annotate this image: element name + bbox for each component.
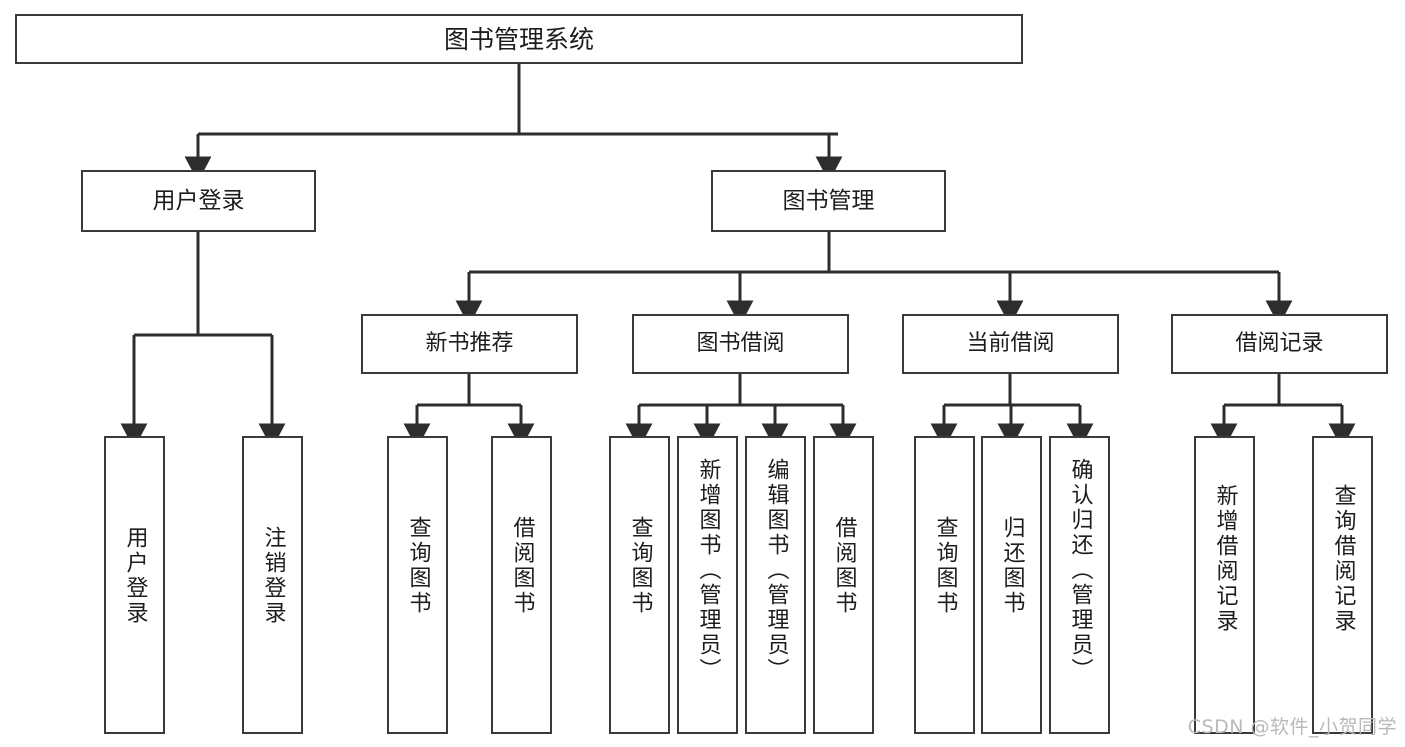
node-current-borrow[interactable]: 当前借阅 (902, 314, 1119, 374)
leaf-label: 编辑图书（管理员） (763, 458, 789, 683)
leaf-label: 查询借阅记录 (1330, 484, 1356, 634)
node-root-system[interactable]: 图书管理系统 (15, 14, 1023, 64)
leaf-user-login-login[interactable]: 用户登录 (104, 436, 165, 734)
leaf-borrow-query-book[interactable]: 查询图书 (609, 436, 670, 734)
node-new-book-recommend[interactable]: 新书推荐 (361, 314, 578, 374)
leaf-recommend-borrow-book[interactable]: 借阅图书 (491, 436, 552, 734)
leaf-label: 用户登录 (122, 526, 148, 626)
leaf-label: 新增借阅记录 (1212, 484, 1238, 634)
node-borrow-record[interactable]: 借阅记录 (1171, 314, 1388, 374)
leaf-label: 借阅图书 (831, 516, 857, 616)
node-user-login[interactable]: 用户登录 (81, 170, 316, 232)
leaf-borrow-add-book-admin[interactable]: 新增图书（管理员） (677, 436, 738, 734)
leaf-current-query-book[interactable]: 查询图书 (914, 436, 975, 734)
leaf-label: 查询图书 (405, 516, 431, 616)
leaf-record-query-record[interactable]: 查询借阅记录 (1312, 436, 1373, 734)
leaf-label: 新增图书（管理员） (695, 458, 721, 683)
leaf-label: 查询图书 (932, 516, 958, 616)
leaf-label: 确认归还（管理员） (1067, 458, 1093, 683)
leaf-label: 注销登录 (260, 526, 286, 626)
leaf-borrow-edit-book-admin[interactable]: 编辑图书（管理员） (745, 436, 806, 734)
leaf-label: 归还图书 (999, 516, 1025, 616)
leaf-recommend-query-book[interactable]: 查询图书 (387, 436, 448, 734)
node-book-borrow[interactable]: 图书借阅 (632, 314, 849, 374)
leaf-borrow-borrow-book[interactable]: 借阅图书 (813, 436, 874, 734)
watermark: CSDN @软件_小贺同学 (1187, 716, 1397, 738)
leaf-label: 查询图书 (627, 516, 653, 616)
leaf-label: 借阅图书 (509, 516, 535, 616)
leaf-user-login-logout[interactable]: 注销登录 (242, 436, 303, 734)
leaf-record-add-record[interactable]: 新增借阅记录 (1194, 436, 1255, 734)
leaf-current-confirm-return-admin[interactable]: 确认归还（管理员） (1049, 436, 1110, 734)
node-book-management[interactable]: 图书管理 (711, 170, 946, 232)
leaf-current-return-book[interactable]: 归还图书 (981, 436, 1042, 734)
